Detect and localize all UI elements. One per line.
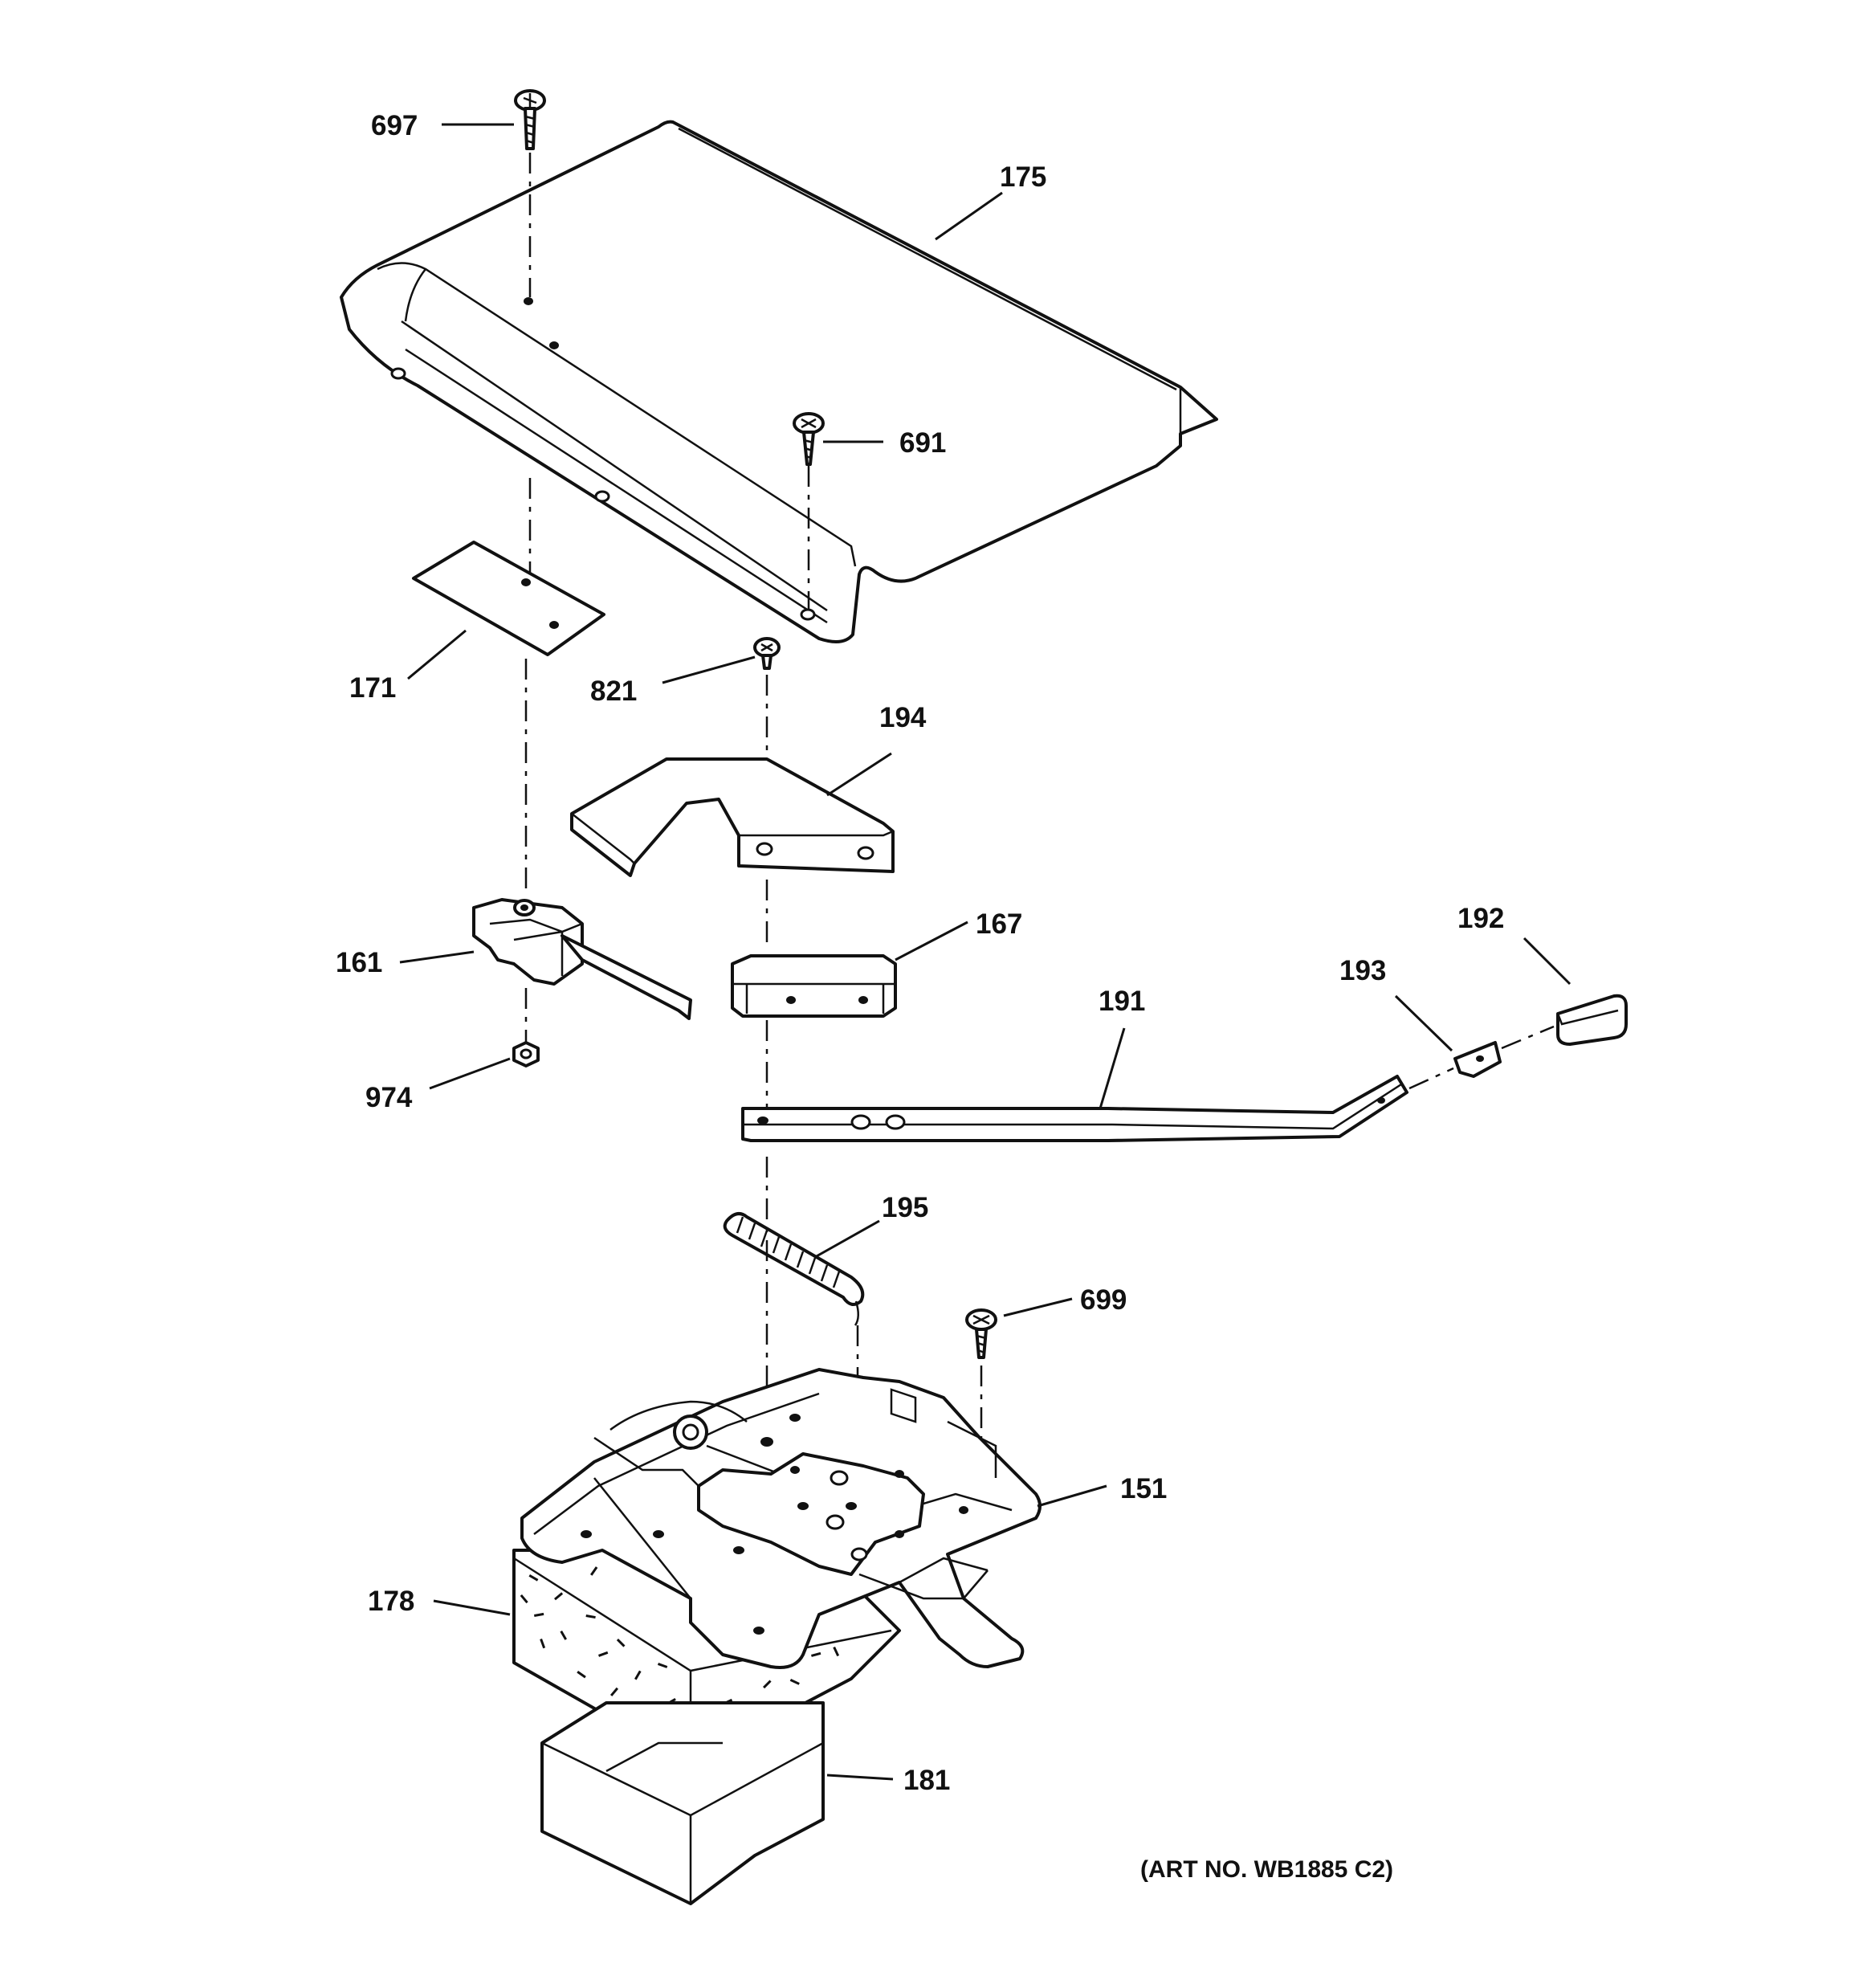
- callout-192: 192: [1457, 903, 1504, 934]
- part-151-latch[interactable]: [520, 1368, 1042, 1669]
- callout-974: 974: [365, 1082, 413, 1113]
- part-697-screw[interactable]: [514, 89, 546, 150]
- callout-161: 161: [336, 947, 382, 978]
- part-195-spring[interactable]: [723, 1212, 865, 1326]
- callout-194: 194: [879, 702, 927, 733]
- callout-175: 175: [1000, 161, 1046, 193]
- part-691-screw[interactable]: [793, 412, 825, 466]
- part-194-bracket[interactable]: [570, 757, 895, 877]
- callout-171: 171: [349, 672, 396, 704]
- callout-193: 193: [1339, 955, 1386, 986]
- callout-181: 181: [903, 1765, 950, 1796]
- part-192-cap[interactable]: [1556, 994, 1628, 1046]
- part-191-lever[interactable]: [741, 1075, 1408, 1142]
- part-193-clip[interactable]: [1453, 1041, 1502, 1078]
- callout-821: 821: [590, 676, 637, 707]
- part-175-cover[interactable]: [340, 120, 1218, 643]
- part-171-insulator[interactable]: [412, 541, 605, 656]
- part-974-nut[interactable]: [512, 1041, 540, 1067]
- callout-699: 699: [1080, 1284, 1127, 1316]
- callout-195: 195: [882, 1192, 928, 1223]
- callout-691: 691: [899, 427, 946, 459]
- callout-labels: 697 175 691 171 821 194 161 167 192 193 …: [336, 110, 1504, 1796]
- callout-191: 191: [1099, 986, 1145, 1017]
- callout-151: 151: [1120, 1473, 1167, 1504]
- callout-178: 178: [368, 1586, 414, 1617]
- art-number: (ART NO. WB1885 C2): [1140, 1856, 1393, 1883]
- part-161-switch[interactable]: [472, 898, 692, 1020]
- callout-697: 697: [371, 110, 418, 141]
- part-181-block[interactable]: [540, 1701, 825, 1905]
- leader-lines: [399, 123, 1572, 1781]
- part-167-mount[interactable]: [731, 954, 897, 1018]
- part-821-screw[interactable]: [753, 637, 781, 670]
- callout-167: 167: [976, 908, 1022, 940]
- part-699-screw[interactable]: [965, 1308, 997, 1359]
